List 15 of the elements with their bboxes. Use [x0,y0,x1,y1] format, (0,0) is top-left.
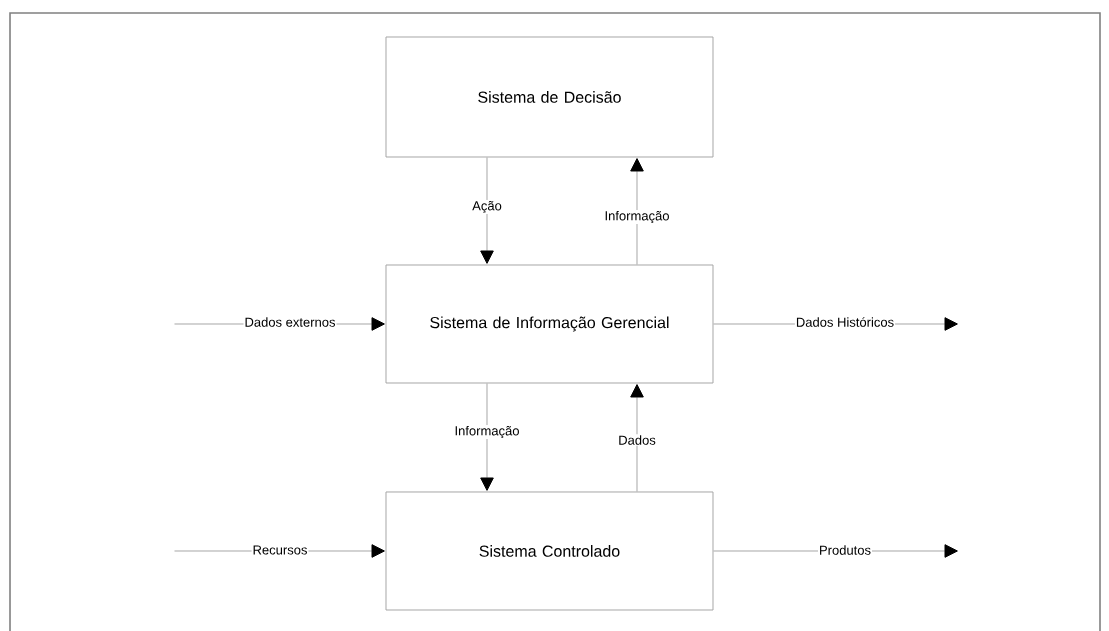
arrow [480,383,494,491]
system-box: Sistema de Informação Gerencial [385,264,714,384]
arrow [630,158,644,265]
edge-label: Dados [617,434,657,446]
arrow [480,157,494,264]
edge-label: Informação [453,424,521,440]
edge-label: Dados externos [243,316,337,328]
system-box: Sistema de Decisão [385,36,714,158]
arrow [630,384,644,492]
edge-label: Produtos [818,544,872,556]
edge-label: Recursos [251,544,309,556]
edge-label: Ação [471,199,503,215]
edge-label: Informação [603,209,671,225]
edge-label: Dados Históricos [794,316,896,328]
system-box: Sistema Controlado [385,491,714,611]
